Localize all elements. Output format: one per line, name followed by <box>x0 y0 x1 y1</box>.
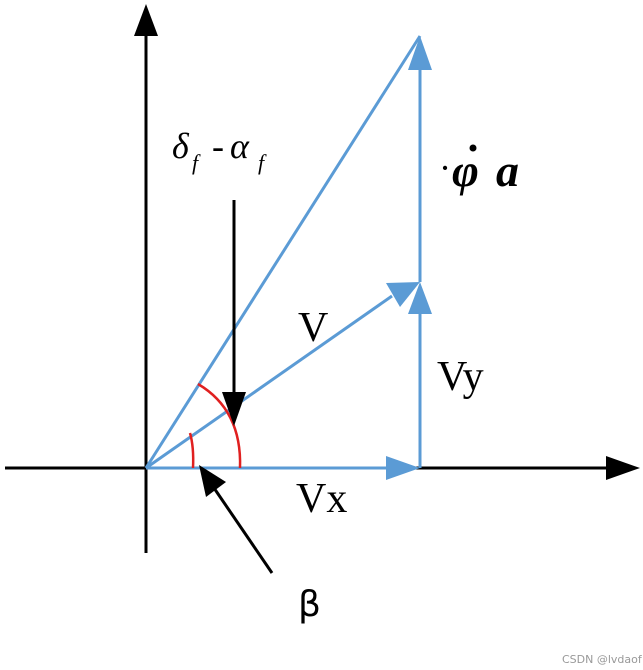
alpha-subscript: f <box>258 150 267 175</box>
beta-label: β <box>298 584 321 625</box>
delta-alpha-label: δ f - α f <box>172 126 267 175</box>
pointer-arrows <box>199 200 274 574</box>
phi-a-arrowhead <box>408 36 432 70</box>
vx-label: Vx <box>296 476 347 522</box>
phi-symbol: φ <box>452 145 479 196</box>
vy-arrowhead <box>408 282 432 314</box>
v-vector <box>145 294 393 470</box>
a-symbol: a <box>496 145 519 196</box>
vx-arrowhead <box>386 456 420 480</box>
watermark: CSDN @lvdaof <box>562 653 643 666</box>
delta-symbol: δ <box>172 126 190 166</box>
phi-dot-a-label: · φ a <box>440 144 519 196</box>
phi-dot-mark <box>469 144 477 152</box>
x-axis-arrowhead <box>606 456 640 480</box>
beta-pointer-shaft <box>212 487 274 574</box>
v-label: V <box>298 305 328 351</box>
delta-alpha-arc <box>197 382 242 469</box>
total-velocity-line <box>144 35 422 469</box>
angle-arcs <box>188 382 242 469</box>
minus-sign: - <box>212 126 224 166</box>
vy-label: Vy <box>437 354 484 400</box>
vectors <box>144 35 432 480</box>
beta-pointer-head <box>199 465 226 497</box>
phi-prefix: · <box>440 148 449 188</box>
beta-arc <box>188 432 195 469</box>
delta-subscript: f <box>192 150 201 175</box>
y-axis-arrowhead <box>134 4 158 36</box>
v-arrowhead <box>386 282 420 307</box>
axes <box>5 4 640 553</box>
alpha-symbol: α <box>230 126 250 166</box>
delta-alpha-pointer-head <box>222 392 246 426</box>
